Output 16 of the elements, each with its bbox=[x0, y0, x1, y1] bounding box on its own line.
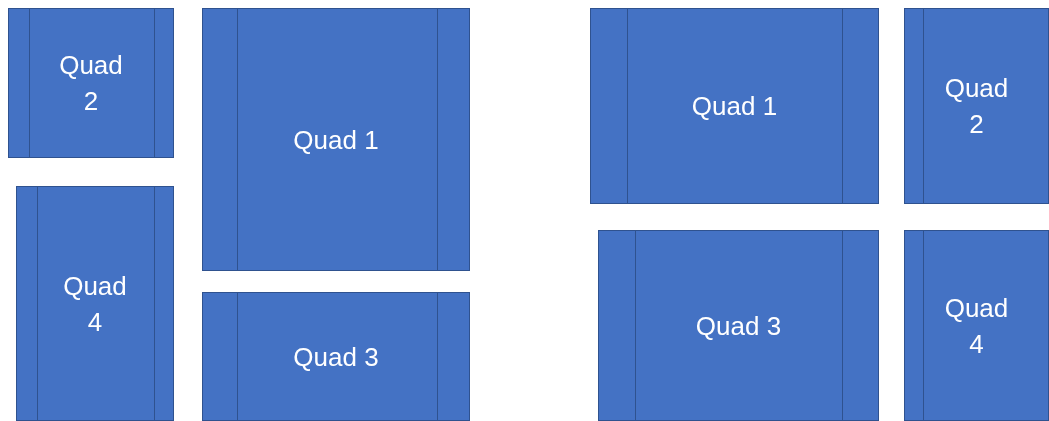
box-label: Quad 1 bbox=[293, 123, 379, 157]
process-box bbox=[202, 8, 470, 271]
box-label: Quad 3 bbox=[695, 309, 782, 343]
process-box bbox=[16, 186, 174, 421]
process-box bbox=[8, 8, 174, 158]
process-box bbox=[202, 292, 470, 421]
box-label: Quad 2 bbox=[943, 72, 1010, 141]
box-label: Quad 2 bbox=[58, 49, 124, 118]
process-box bbox=[904, 8, 1049, 204]
box-label: Quad 4 bbox=[62, 269, 128, 339]
process-box bbox=[590, 8, 879, 204]
process-box bbox=[904, 230, 1049, 421]
box-label: Quad 3 bbox=[293, 340, 379, 374]
box-label: Quad 4 bbox=[943, 291, 1010, 361]
box-label: Quad 1 bbox=[691, 90, 778, 123]
process-box bbox=[598, 230, 879, 421]
